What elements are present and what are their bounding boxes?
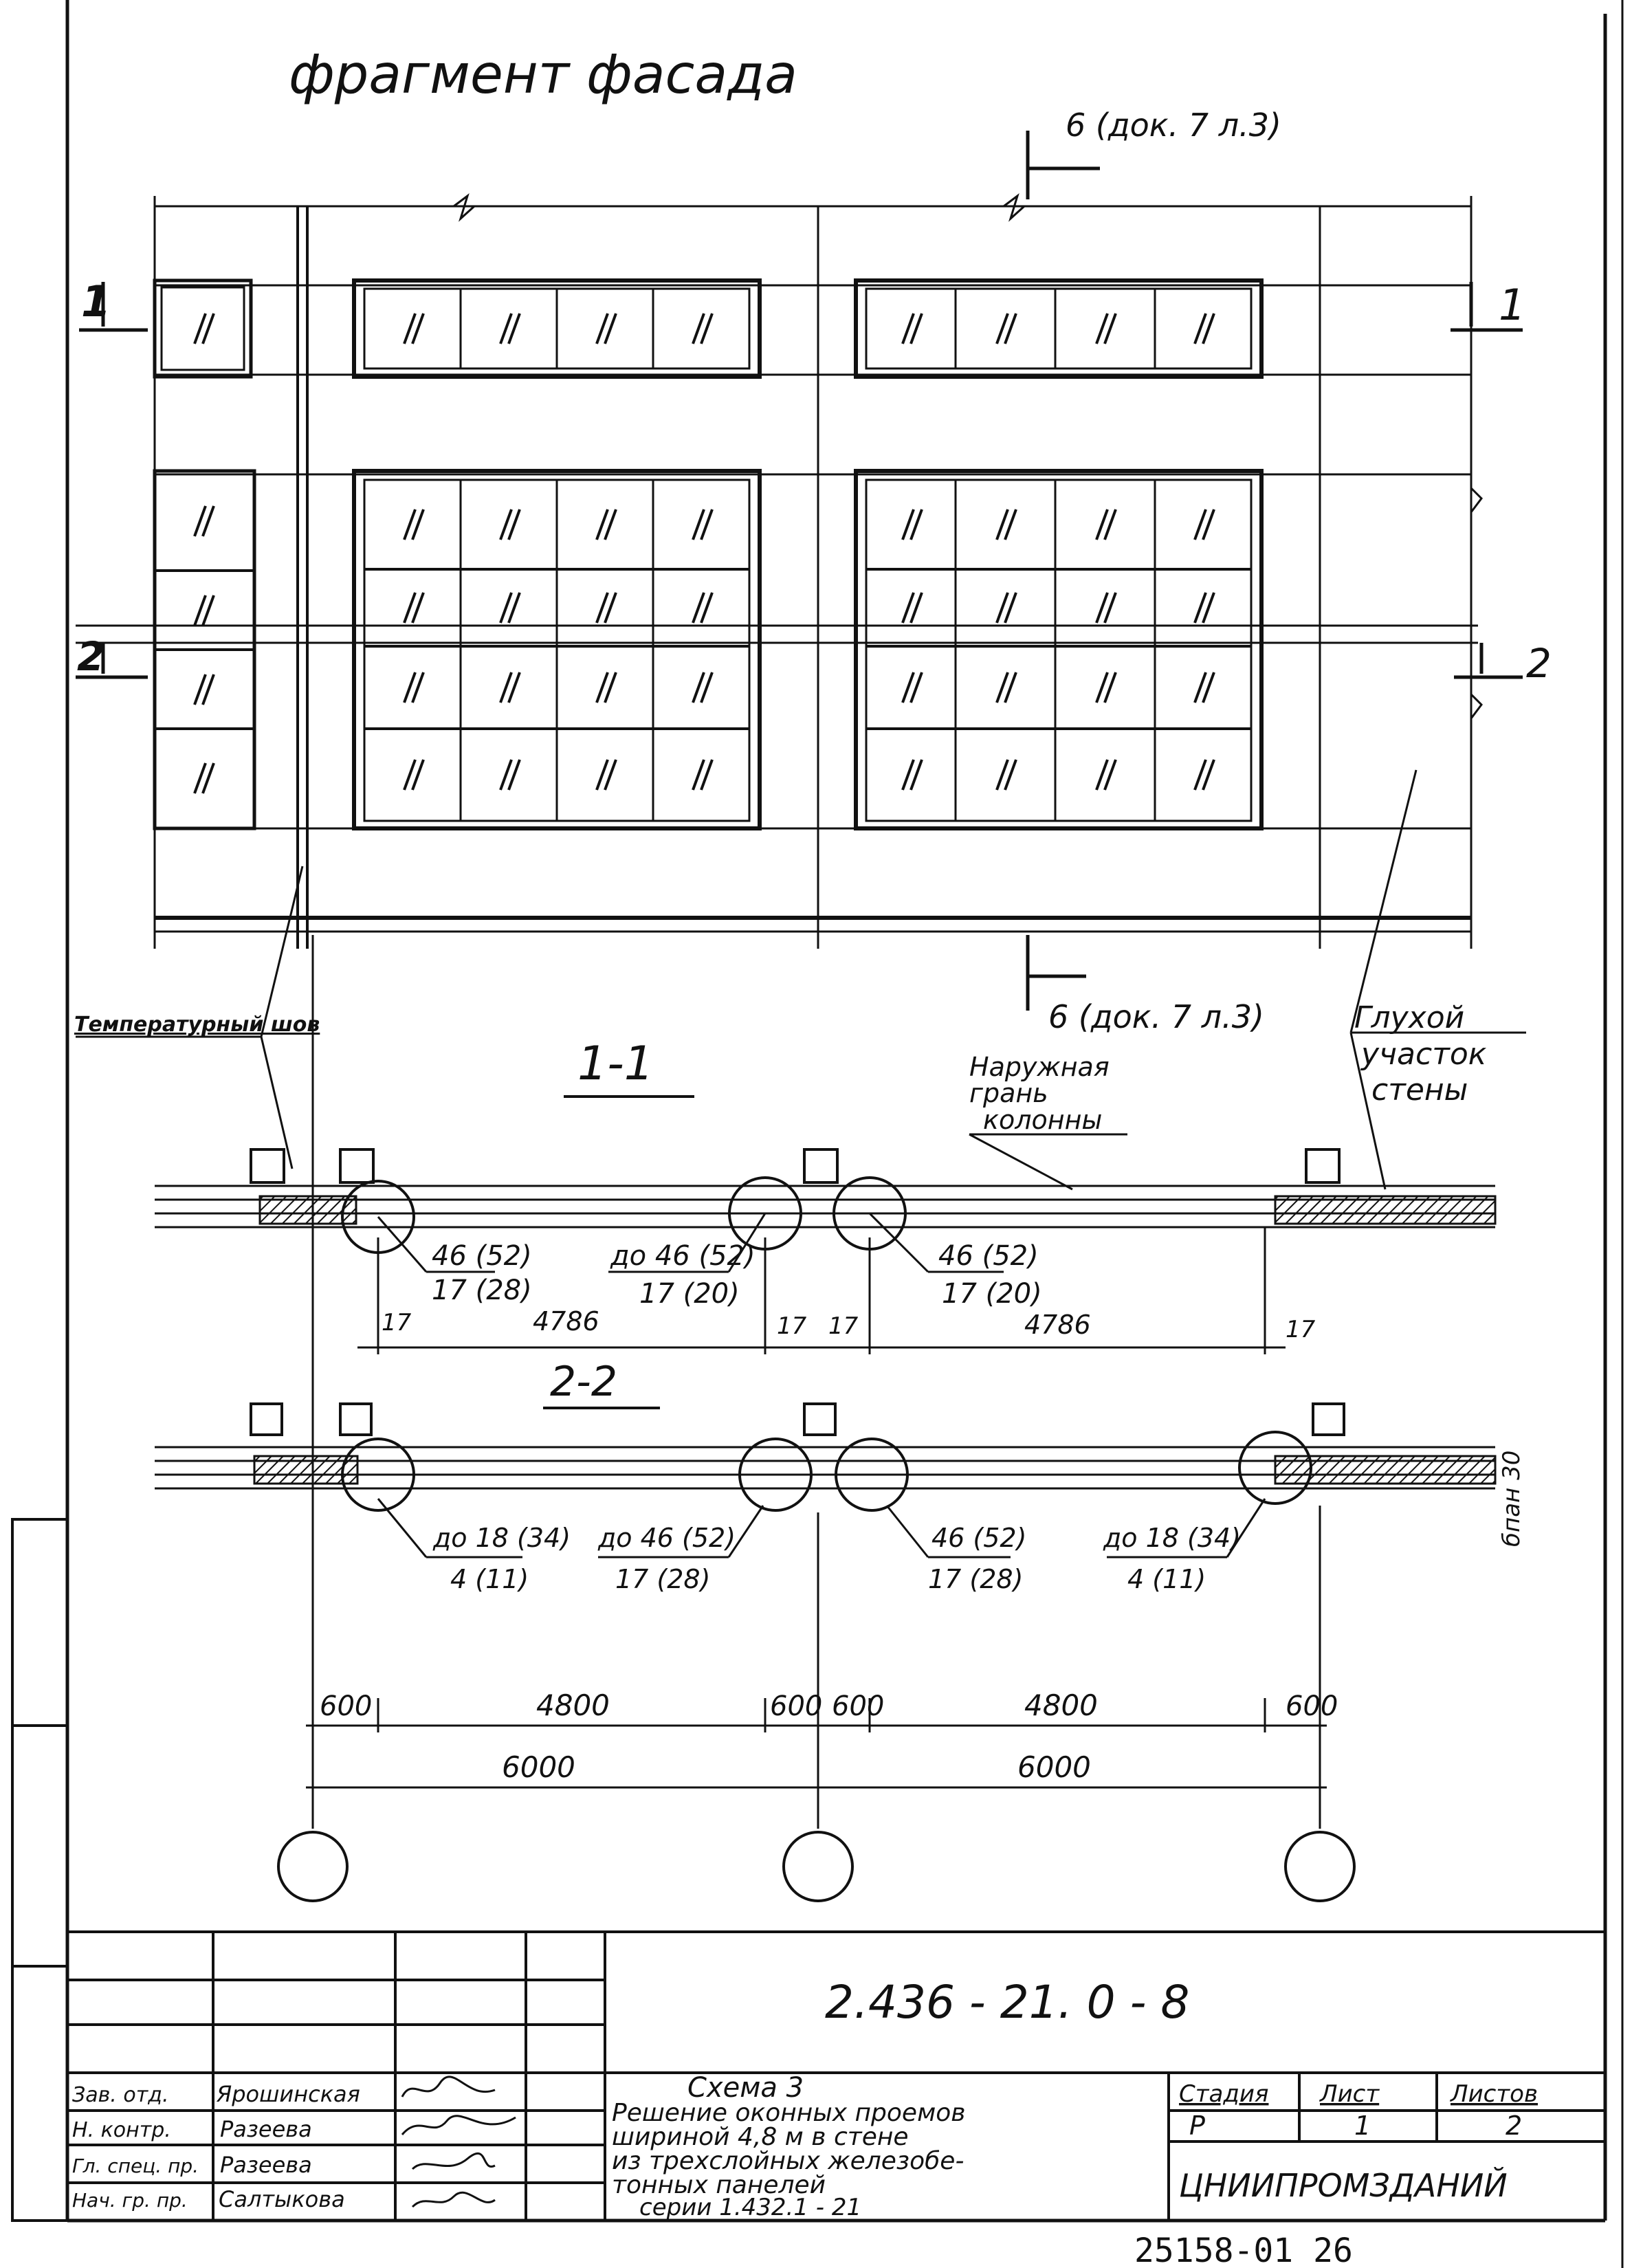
- sec11-callout-3b: 17 (20): [942, 1278, 1042, 1310]
- doc-code: 2.436 - 21. 0 - 8: [825, 1976, 1189, 2029]
- signatures: [401, 2076, 516, 2208]
- section-11-label: 1-1: [577, 1037, 654, 1091]
- section-11-plan: [155, 1148, 1497, 1354]
- dim-row1-3: 600: [770, 1691, 822, 1722]
- sec22-callout-1a: до 18 (34): [432, 1523, 571, 1553]
- dim-row1-5: 4800: [1024, 1688, 1098, 1722]
- sheets-value: 2: [1506, 2111, 1522, 2141]
- dim-row1-4: 600: [832, 1691, 884, 1722]
- sec11-callout-1b: 17 (28): [432, 1275, 532, 1306]
- sec11-dim-2: 4786: [533, 1306, 599, 1336]
- description-line-4: из трехслойных железобе-: [612, 2147, 964, 2175]
- facade-fragment: [76, 193, 1483, 949]
- glazing-marks: [193, 312, 1215, 795]
- sec11-callout-3a: 46 (52): [938, 1240, 1039, 1272]
- sheet-value: 1: [1354, 2111, 1371, 2141]
- note-blank-wall-2: участок: [1360, 1037, 1487, 1072]
- note-temp-seam: Температурный шов: [74, 1013, 320, 1037]
- name-1: Ярошинская: [216, 2081, 360, 2107]
- sec11-dim-1: 17: [382, 1309, 412, 1336]
- sheet-frame: [11, 0, 1624, 2268]
- sec22-callout-3a: 46 (52): [931, 1523, 1026, 1553]
- description-line-3: шириной 4,8 м в стене: [612, 2123, 909, 2151]
- organization-name: ЦНИИПРОМЗДАНИЙ: [1179, 2167, 1508, 2204]
- title-block-grid: [67, 1930, 1605, 2221]
- name-3: Разеева: [220, 2152, 312, 2178]
- role-4: Нач. гр. пр.: [72, 2189, 188, 2212]
- sec22-side-note: бпан 30: [1498, 1451, 1525, 1547]
- name-2: Разеева: [220, 2116, 312, 2142]
- stage-header: Стадия: [1179, 2080, 1268, 2108]
- cut-2-left-label: 2: [77, 633, 104, 680]
- cut-marks: [76, 131, 1523, 1011]
- sec11-callout-2a: до 46 (52): [610, 1240, 756, 1272]
- sec11-callout-1a: 46 (52): [432, 1240, 532, 1272]
- dim-row1-6: 600: [1286, 1691, 1338, 1722]
- cut-1-left-label: 1: [81, 276, 111, 327]
- sheet-title: фрагмент фасада: [289, 44, 797, 106]
- sec11-dim-6: 17: [1286, 1316, 1316, 1343]
- sec22-callout-4b: 4 (11): [1127, 1564, 1206, 1594]
- description-line-2: Решение оконных проемов: [612, 2099, 965, 2127]
- cut-1-right-label: 1: [1499, 280, 1525, 330]
- stage-value: Р: [1189, 2111, 1205, 2141]
- note-outer-face-3: колонны: [983, 1105, 1102, 1135]
- sec22-callout-3b: 17 (28): [928, 1564, 1023, 1594]
- note-outer-face-2: грань: [969, 1078, 1048, 1108]
- axis-dimension-lines: [277, 935, 1356, 1902]
- sec22-callout-1b: 4 (11): [450, 1564, 529, 1594]
- note-blank-wall-1: Глухой: [1354, 1000, 1464, 1035]
- note-leaders: [76, 769, 1526, 1191]
- dim-row2-1: 6000: [502, 1750, 575, 1784]
- sec11-callout-2b: 17 (20): [639, 1278, 740, 1310]
- note-blank-wall-3: стены: [1371, 1072, 1468, 1108]
- footer-stamp: 25158-01 26: [1134, 2232, 1353, 2268]
- description-line-1: Схема 3: [687, 2072, 804, 2104]
- role-2: Н. контр.: [72, 2118, 171, 2142]
- section-ref-bottom: 6 (док. 7 л.3): [1048, 998, 1264, 1035]
- sec11-dim-3: 17: [777, 1312, 807, 1340]
- section-22-plan: [155, 1402, 1497, 1559]
- description-line-5: тонных панелей: [612, 2171, 826, 2199]
- section-ref-top: 6 (док. 7 л.3): [1066, 107, 1281, 144]
- section-22-label: 2-2: [550, 1358, 617, 1406]
- role-1: Зав. отд.: [72, 2083, 168, 2107]
- sec22-callout-4a: до 18 (34): [1103, 1523, 1241, 1553]
- dim-row1-2: 4800: [536, 1688, 610, 1722]
- sec22-callout-2b: 17 (28): [615, 1564, 710, 1594]
- name-4: Салтыкова: [219, 2186, 345, 2212]
- sheets-header: Листов: [1449, 2080, 1538, 2108]
- dim-row1-1: 600: [320, 1691, 372, 1722]
- sheet-header: Лист: [1319, 2080, 1380, 2108]
- dim-row2-2: 6000: [1017, 1750, 1091, 1784]
- description-line-6: серии 1.432.1 - 21: [639, 2194, 861, 2221]
- sec11-dim-5: 4786: [1024, 1310, 1091, 1340]
- role-3: Гл. спец. пр.: [72, 2155, 199, 2177]
- cut-2-right-label: 2: [1526, 640, 1552, 687]
- note-outer-face-1: Наружная: [969, 1052, 1110, 1082]
- sec22-callout-2a: до 46 (52): [597, 1523, 736, 1553]
- sec11-dim-4: 17: [828, 1312, 859, 1340]
